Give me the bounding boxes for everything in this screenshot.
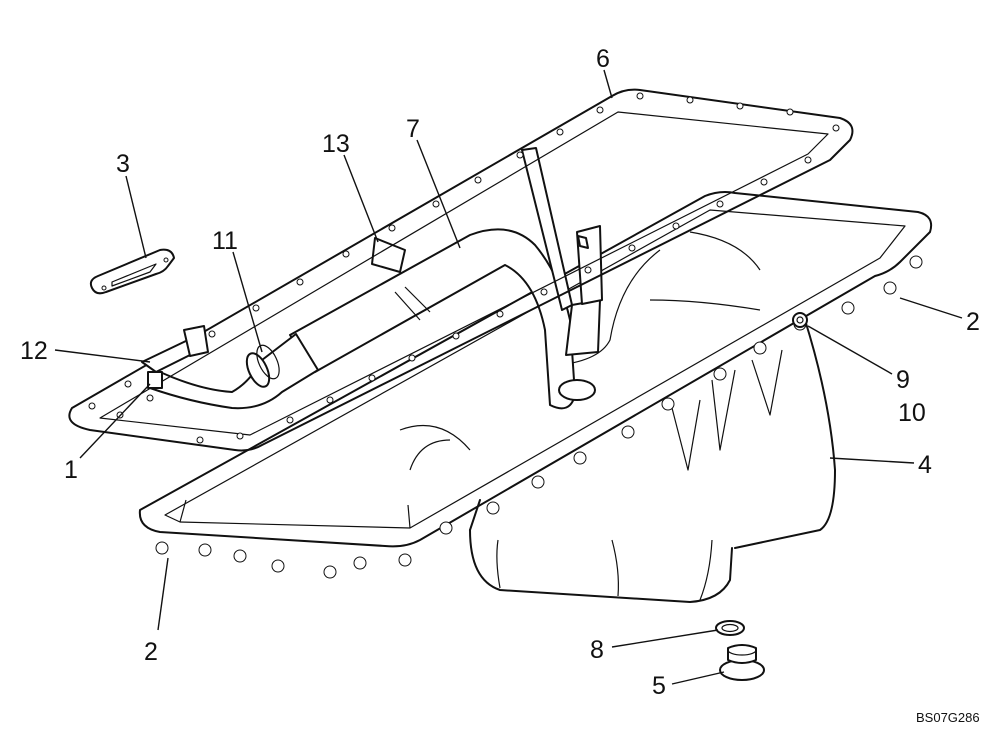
callout-2-right: 2 xyxy=(966,308,980,336)
callout-labels: 1 2 2 3 4 5 6 7 8 9 10 11 12 13 xyxy=(20,45,980,700)
callout-5: 5 xyxy=(652,672,666,700)
callout-6: 6 xyxy=(596,45,610,73)
callout-1: 1 xyxy=(64,456,78,484)
callout-11: 11 xyxy=(212,227,238,255)
suction-tube xyxy=(289,228,596,410)
callout-13: 13 xyxy=(322,130,350,158)
callout-12: 12 xyxy=(20,337,48,365)
pan-gasket xyxy=(68,88,854,452)
callout-8: 8 xyxy=(590,636,604,664)
sealing-washer xyxy=(715,620,745,636)
tube-bracket xyxy=(371,237,406,273)
callout-7: 7 xyxy=(406,115,420,143)
gasket-holes xyxy=(88,92,840,444)
drain-plug xyxy=(719,644,765,681)
drawing-code: BS07G286 xyxy=(916,710,980,725)
callout-3: 3 xyxy=(116,150,130,178)
small-flange-gasket xyxy=(89,248,175,295)
callout-2-left: 2 xyxy=(144,638,158,666)
callout-10: 10 xyxy=(898,399,926,427)
elbow-tube xyxy=(149,333,319,410)
flange-bolts xyxy=(155,255,923,579)
callout-4: 4 xyxy=(918,451,932,479)
leader-lines xyxy=(54,69,963,685)
callout-9: 9 xyxy=(896,366,910,394)
pan-plug xyxy=(792,312,808,328)
tube-flange xyxy=(141,325,209,389)
